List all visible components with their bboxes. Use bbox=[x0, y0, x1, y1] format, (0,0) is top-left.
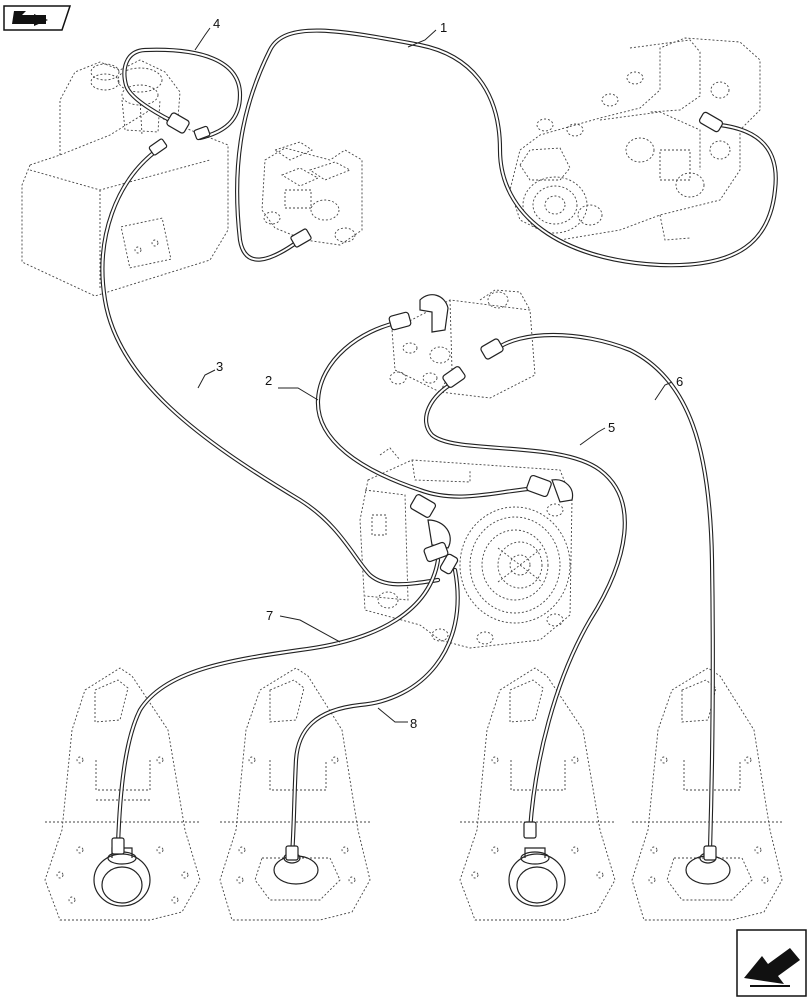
callout-8: 8 bbox=[410, 716, 417, 731]
hose-3 bbox=[100, 145, 441, 587]
callout-6: 6 bbox=[676, 374, 683, 389]
hose-7 bbox=[115, 557, 441, 848]
callout-leaders bbox=[194, 27, 673, 723]
callout-1: 1 bbox=[440, 20, 447, 35]
book-navigation-icon[interactable] bbox=[3, 5, 72, 31]
directional-control-valve bbox=[389, 289, 536, 399]
hydraulic-reservoir bbox=[21, 59, 229, 297]
hose-1 bbox=[235, 28, 778, 268]
callout-7: 7 bbox=[266, 608, 273, 623]
drive-motor bbox=[359, 447, 573, 649]
return-arrow-icon[interactable] bbox=[736, 929, 807, 997]
hose-8 bbox=[289, 567, 460, 858]
callout-4: 4 bbox=[213, 16, 220, 31]
wheel-bracket-3 bbox=[459, 667, 616, 921]
callout-5: 5 bbox=[608, 420, 615, 435]
callout-2: 2 bbox=[265, 373, 272, 388]
hose-2 bbox=[315, 319, 543, 499]
wheel-bracket-4 bbox=[631, 667, 784, 921]
main-control-valve-assembly bbox=[509, 37, 761, 241]
hose-6 bbox=[492, 332, 715, 853]
hose-5 bbox=[424, 379, 627, 833]
callout-3: 3 bbox=[216, 359, 223, 374]
hose-4 bbox=[122, 47, 243, 141]
valve-block-small bbox=[261, 141, 363, 246]
hose-fittings bbox=[111, 111, 724, 861]
